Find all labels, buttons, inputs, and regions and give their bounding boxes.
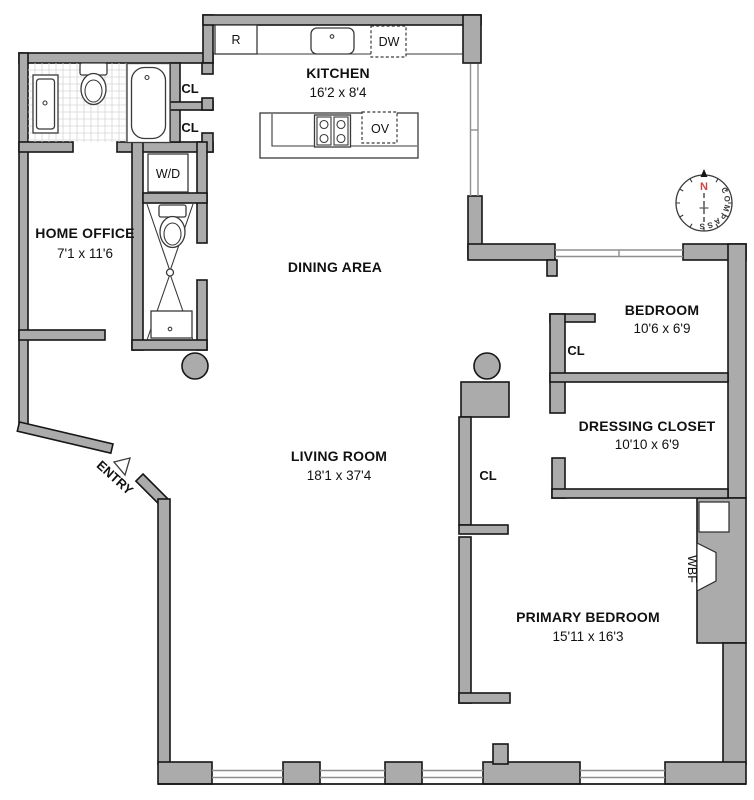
wall-niche — [698, 501, 730, 533]
stove — [313, 114, 352, 148]
bedroom-label: BEDROOM — [625, 302, 700, 318]
wall-segment — [458, 416, 472, 526]
windows — [212, 64, 683, 779]
wall-segment — [18, 329, 106, 341]
wall-segment — [458, 524, 509, 535]
compass-north-label: N — [700, 181, 708, 193]
bedroom-dims: 10'6 x 6'9 — [634, 321, 691, 336]
wall-segment — [131, 141, 144, 351]
refrigerator-box — [214, 24, 258, 55]
window-bedroom-north — [555, 249, 683, 258]
wall-segment — [727, 243, 747, 499]
wall-segment-diagonal — [16, 421, 114, 455]
wall-segment — [131, 339, 208, 351]
washer-dryer-box — [147, 153, 189, 193]
wall-segment — [458, 536, 472, 704]
closet-label-bath-lower: CL — [181, 120, 198, 135]
window-south-2 — [320, 769, 385, 779]
dressing-closet-label: DRESSING CLOSET — [579, 418, 716, 434]
dishwasher-box — [370, 25, 407, 58]
oven-box — [361, 111, 398, 144]
wall-pier — [384, 761, 423, 785]
wall-segment — [467, 243, 556, 261]
compass-cross — [699, 203, 709, 213]
compass: N COMPASS — [675, 169, 733, 232]
refrigerator-label: R — [231, 33, 240, 47]
vanity-sink — [32, 74, 59, 134]
primary-bedroom-label: PRIMARY BEDROOM — [516, 609, 660, 625]
living-room-dims: 18'1 x 37'4 — [307, 468, 372, 483]
washer-dryer-label: W/D — [156, 167, 180, 181]
wall-segment — [722, 642, 747, 765]
bathroom-top-fixtures — [28, 62, 171, 144]
wall-segment — [202, 14, 482, 26]
wall-pier — [482, 761, 581, 785]
primary-bedroom-dims: 15'11 x 16'3 — [553, 629, 624, 644]
wall-segment — [551, 488, 729, 499]
window-south-1 — [212, 769, 283, 779]
oven-label: OV — [371, 122, 390, 136]
kitchen-dims: 16'2 x 8'4 — [310, 85, 367, 100]
wall-segment — [157, 498, 171, 765]
primary-wall-features — [696, 501, 730, 592]
compass-ticks — [676, 178, 732, 231]
toilet — [79, 62, 108, 106]
wall-segment — [546, 259, 558, 277]
living-room-label: LIVING ROOM — [291, 448, 387, 464]
bathroom-lower-fixtures — [146, 153, 194, 341]
structural-column — [181, 352, 209, 380]
wall-segment — [664, 761, 747, 785]
entry-arrow-icon — [112, 457, 131, 477]
window-south-3 — [422, 769, 483, 779]
structural-column — [473, 352, 501, 380]
wall-stub — [201, 62, 214, 75]
dressing-closet-dims: 10'10 x 6'9 — [615, 437, 679, 452]
compass-north-arrow — [700, 169, 708, 177]
wall-segment — [142, 192, 208, 204]
dishwasher-label: DW — [379, 35, 400, 49]
wall-segment — [462, 14, 482, 64]
home-office-dims: 7'1 x 11'6 — [57, 246, 113, 261]
wall-pier — [157, 761, 213, 785]
wall-segment — [18, 141, 74, 153]
closet-label-bath-upper: CL — [181, 81, 198, 96]
vanity-sink — [150, 310, 193, 339]
fireplace-label: WBF — [685, 555, 699, 583]
wall-segment — [549, 372, 729, 383]
dining-label: DINING AREA — [288, 259, 382, 275]
kitchen-label: KITCHEN — [306, 65, 370, 81]
window-east-kitchen — [469, 64, 479, 196]
wall-pier — [492, 743, 509, 765]
window-south-4 — [580, 769, 665, 779]
bathtub — [126, 62, 171, 144]
toilet — [158, 204, 187, 249]
wall-segment — [460, 381, 510, 418]
wall-segment — [458, 692, 511, 704]
wall-pier — [282, 761, 321, 785]
interior-walls — [18, 62, 729, 704]
kitchen-fixtures — [213, 24, 463, 159]
closet-label-bedroom: CL — [567, 343, 584, 358]
closet-label-living: CL — [479, 468, 496, 483]
wall-segment — [549, 313, 566, 414]
kitchen-island — [259, 111, 419, 159]
fireplace — [696, 542, 717, 592]
wall-segment — [18, 52, 29, 427]
wall-segment — [18, 52, 214, 64]
wall-stub — [201, 97, 214, 111]
kitchen-sink — [310, 27, 355, 55]
home-office-label: HOME OFFICE — [35, 225, 134, 241]
